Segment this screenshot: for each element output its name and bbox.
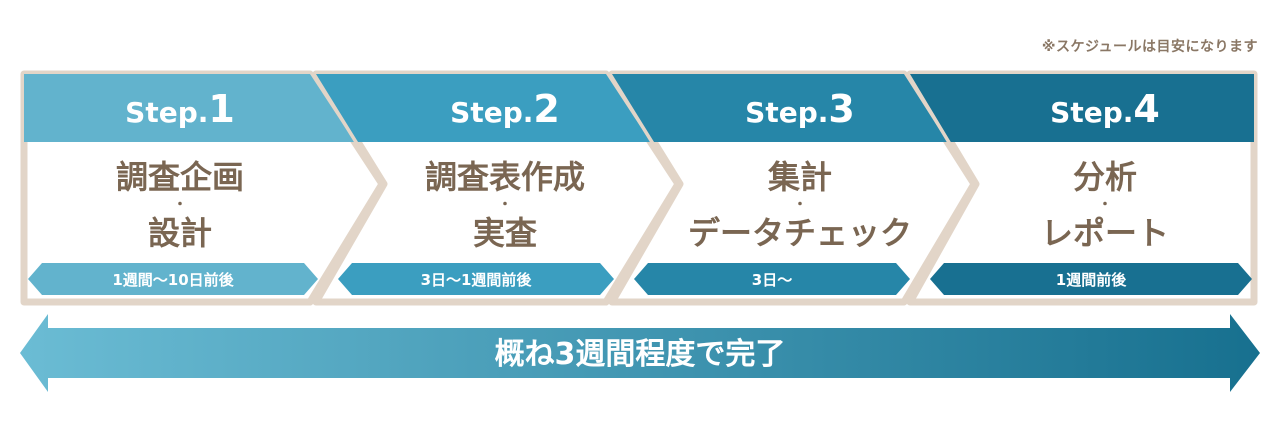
step-3-duration-arrow <box>634 263 910 295</box>
summary-arrow: 概ね3週間程度で完了 <box>20 314 1260 392</box>
step-1-separator: ・ <box>173 197 187 213</box>
step-2-title-line2: 実査 <box>473 214 537 252</box>
step-4-title-line2: レポート <box>1041 214 1169 252</box>
step-3-label: Step.3 <box>745 87 855 131</box>
step-3-separator: ・ <box>793 197 807 213</box>
summary-arrow-shape <box>20 314 1260 392</box>
step-4-label: Step.4 <box>1050 87 1160 131</box>
step-1-label: Step.1 <box>125 87 235 131</box>
step-4: Step.4 分析 ・ レポート 1週間前後 <box>906 70 1258 306</box>
step-1: Step.1 調査企画 ・ 設計 1週間〜10日前後 <box>20 70 386 306</box>
step-1-duration-arrow <box>28 263 318 295</box>
step-4-duration-arrow <box>930 263 1252 295</box>
step-3-duration: 3日〜 <box>752 271 792 289</box>
schedule-note: ※スケジュールは目安になります <box>1041 39 1258 55</box>
step-2: Step.2 調査表作成 ・ 実査 3日〜1週間前後 <box>312 70 682 306</box>
summary-text: 概ね3週間程度で完了 <box>495 337 786 372</box>
step-2-duration-arrow <box>338 263 614 295</box>
step-2-title-line1: 調査表作成 <box>425 158 585 196</box>
step-3-title-line1: 集計 <box>767 158 832 196</box>
step-2-separator: ・ <box>498 197 512 213</box>
step-4-separator: ・ <box>1098 197 1112 213</box>
step-2-label: Step.2 <box>450 87 560 131</box>
step-3-title-line2: データチェック <box>688 214 912 252</box>
step-1-duration: 1週間〜10日前後 <box>112 271 234 289</box>
step-4-duration: 1週間前後 <box>1056 271 1127 289</box>
step-1-title-line1: 調査企画 <box>116 158 244 196</box>
step-2-duration: 3日〜1週間前後 <box>421 271 533 289</box>
step-3: Step.3 集計 ・ データチェック 3日〜 <box>608 70 978 306</box>
step-4-title-line1: 分析 <box>1073 158 1137 196</box>
step-4-header <box>910 74 1254 142</box>
step-1-title-line2: 設計 <box>148 214 212 252</box>
